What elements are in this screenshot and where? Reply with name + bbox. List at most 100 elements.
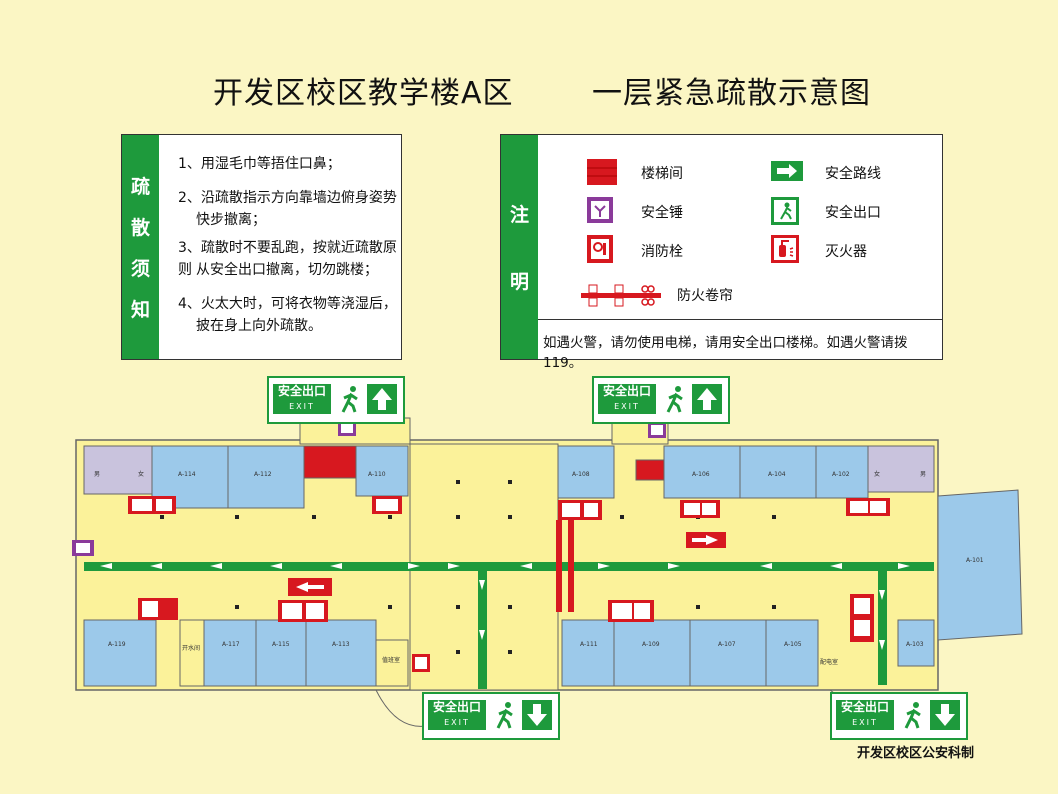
room-a103 <box>897 619 935 667</box>
room-a104 <box>739 445 817 499</box>
shutter-icon <box>581 284 661 307</box>
notice-line: 快步撤离； <box>196 212 266 228</box>
title-building: 开发区校区教学楼A区 <box>213 76 514 111</box>
room-label: A-103 <box>906 641 924 648</box>
evacuation-notice-panel: 疏 散 须 知 1、用湿毛巾等捂住口鼻； 2、沿疏散指示方向靠墙边俯身姿势 快步… <box>121 134 402 360</box>
water-room <box>179 619 205 687</box>
room-label: A-104 <box>768 471 786 478</box>
hammer-icon <box>587 197 613 223</box>
room-a108 <box>557 445 615 499</box>
room-label: A-102 <box>832 471 850 478</box>
notice-heading-char: 知 <box>130 299 150 321</box>
stairs-icon <box>587 159 617 185</box>
room-label: A-106 <box>692 471 710 478</box>
wc-female-label: 女 <box>874 470 880 478</box>
room-label: A-109 <box>642 641 660 648</box>
route-arrows <box>100 563 910 650</box>
wc-east <box>867 445 935 493</box>
legend-label-hydrant: 消防栓 <box>641 244 683 260</box>
room-label: A-107 <box>718 641 736 648</box>
wc-west <box>83 445 153 495</box>
running-man-icon <box>496 702 513 729</box>
running-man-icon <box>666 386 683 413</box>
notice-line: 披在身上向外疏散。 <box>196 318 322 334</box>
room-a112 <box>227 445 305 509</box>
arrow-up-icon <box>692 384 722 414</box>
fire-equipment <box>128 496 890 672</box>
room-a105 <box>765 619 819 687</box>
room-label: A-110 <box>368 471 386 478</box>
room-label: A-112 <box>254 471 272 478</box>
south-entrance <box>375 689 427 727</box>
room-label: A-113 <box>332 641 350 648</box>
notice-line: 3、疏散时不要乱跑，按就近疏散原则 <box>178 240 397 278</box>
room-a110 <box>355 445 409 497</box>
stairs-east <box>635 459 665 481</box>
extinguisher-icon <box>771 235 799 263</box>
legend-label-route: 安全路线 <box>825 166 881 182</box>
stairs-west <box>303 445 357 479</box>
room-label: A-119 <box>108 641 126 648</box>
duty-room-label: 值班室 <box>382 656 400 664</box>
room-a102 <box>815 445 869 499</box>
route-arrow-icon <box>771 161 803 181</box>
notice-line: 1、用湿毛巾等捂住口鼻； <box>178 156 341 172</box>
notice-heading-char: 散 <box>130 217 150 239</box>
notice-line: 4、火太大时，可将衣物等浇湿后， <box>178 296 397 312</box>
legend-panel: 注 明 楼梯间 安全锤 消防栓 防火卷帘 安全路线 安全出口 灭火器 如遇火警，… <box>500 134 943 371</box>
legend-label-hammer: 安全锤 <box>641 205 683 221</box>
notice-heading-char: 疏 <box>130 176 150 198</box>
wc-female-label: 女 <box>138 470 144 478</box>
room-a113 <box>305 619 377 687</box>
water-room-label: 开水间 <box>182 644 200 652</box>
exit-icon <box>771 197 799 225</box>
wc-male-label: 男 <box>920 471 926 478</box>
legend-heading: 注 明 <box>501 135 538 359</box>
running-man-icon <box>904 702 921 729</box>
notice-line: 从安全出口撤离，切勿跳楼； <box>196 262 378 278</box>
legend-label-stairs: 楼梯间 <box>641 166 683 182</box>
notice-heading: 疏 散 须 知 <box>122 135 159 359</box>
footer-credit: 开发区校区公安科制 <box>856 746 974 761</box>
legend-heading-char: 明 <box>509 271 529 293</box>
room-label: A-114 <box>178 471 196 478</box>
notice-heading-char: 须 <box>130 258 150 280</box>
fire-shutter <box>556 520 562 612</box>
legend-heading-char: 注 <box>509 204 529 226</box>
room-a119 <box>83 619 157 687</box>
legend-note: 如遇火警，请勿使用电梯，请用安全出口楼梯。如遇火警请拨 119。 <box>543 335 908 371</box>
room-label: A-111 <box>580 641 598 648</box>
room-a109 <box>613 619 691 687</box>
legend-label-shutter: 防火卷帘 <box>677 288 733 304</box>
room-a106 <box>663 445 741 499</box>
room-a111 <box>561 619 615 687</box>
room-label: A-108 <box>572 471 590 478</box>
room-a107 <box>689 619 767 687</box>
legend-divider <box>538 319 942 320</box>
arrow-down-icon <box>930 700 960 730</box>
room-label: A-117 <box>222 641 240 648</box>
room-a115 <box>255 619 307 687</box>
duty-room <box>375 639 409 687</box>
arrow-down-icon <box>522 700 552 730</box>
power-room-label: 配电室 <box>820 658 838 666</box>
legend-label-extinguisher: 灭火器 <box>825 244 867 260</box>
fire-shutter <box>568 520 574 612</box>
room-a117 <box>203 619 257 687</box>
title-plan: 一层紧急疏散示意图 <box>592 76 871 111</box>
wc-male-label: 男 <box>94 471 100 478</box>
room-a101 <box>937 489 1023 641</box>
room-label: A-115 <box>272 641 290 648</box>
room-label: A-101 <box>966 557 984 564</box>
arrow-up-icon <box>367 384 397 414</box>
hydrant-icon <box>587 235 613 263</box>
